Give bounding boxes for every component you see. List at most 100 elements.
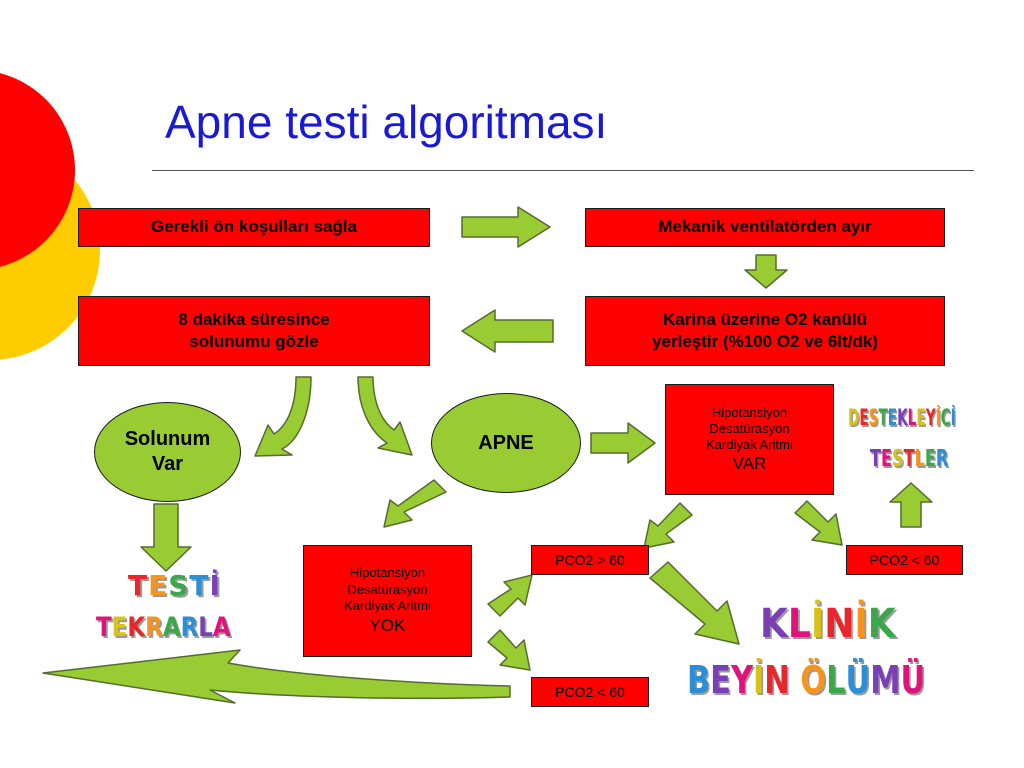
complications-absent-box: Hipotansiyon Desatürasyon Kardiyak Aritm… <box>303 545 472 657</box>
clinical-wordart-line1: KLİNİK <box>760 604 896 644</box>
wordart-letter: K <box>127 612 146 643</box>
arrow-return-to-repeat <box>42 649 511 704</box>
wordart-letter: R <box>145 612 163 643</box>
wordart-letter: K <box>867 601 896 647</box>
complication-desaturation: Desatürasyon <box>347 581 428 597</box>
pco2-low-label: PCO2 < 60 <box>555 683 625 700</box>
place-o2-box: Karina üzerine O2 kanülü yerleştir (%100… <box>585 296 945 366</box>
complication-arrhythmia: Kardiyak Aritmi <box>344 598 431 614</box>
wordart-letter: D <box>848 406 860 431</box>
disconnect-ventilator-label: Mekanik ventilatörden ayır <box>658 217 872 237</box>
arrow-diag-pco2-high-to-clinical <box>649 561 740 645</box>
arrow-right-preconditions-to-ventilator <box>461 206 551 248</box>
complications-present-label: VAR <box>732 454 767 474</box>
wordart-letter: A <box>212 612 231 643</box>
wordart-letter: İ <box>935 406 941 431</box>
wordart-letter: L <box>787 601 811 647</box>
wordart-letter: N <box>764 658 790 702</box>
pco2-low-support-box: PCO2 < 60 <box>846 545 963 575</box>
arrow-curve-to-breathing <box>254 376 312 457</box>
arrow-diag-yok-to-pco2-low <box>487 629 531 671</box>
wordart-letter: E <box>916 406 926 431</box>
wordart-letter: S <box>868 406 879 431</box>
support-tests-wordart-line1: DESTEKLEYİCİ <box>848 408 956 430</box>
wordart-letter: R <box>180 612 199 643</box>
complication-hypotension: Hipotansiyon <box>711 404 788 420</box>
complication-arrhythmia: Kardiyak Aritmi <box>706 437 793 452</box>
arrow-down-ventilator-to-o2 <box>744 254 788 289</box>
wordart-letter: M <box>870 658 901 702</box>
wordart-letter: İ <box>752 658 765 702</box>
repeat-test-wordart-line2: TEKRARLA <box>96 614 231 641</box>
arrow-right-apnea-to-var <box>590 422 656 464</box>
wordart-letter: S <box>168 569 190 602</box>
pco2-low-box: PCO2 < 60 <box>531 677 649 707</box>
wordart-letter: L <box>914 446 925 472</box>
arrow-diag-yok-to-pco2-high <box>487 574 533 617</box>
complications-present-box: Hipotansiyon Desatürasyon Kardiyak Aritm… <box>665 384 834 495</box>
preconditions-box: Gerekli ön koşulları sağla <box>78 208 430 247</box>
observe-line2: solunumu gözle <box>189 332 319 351</box>
red-circle-decoration <box>0 73 75 267</box>
wordart-letter: K <box>760 601 788 647</box>
wordart-letter: B <box>687 658 711 702</box>
wordart-letter: E <box>710 658 731 702</box>
wordart-letter: T <box>96 612 112 643</box>
wordart-letter: N <box>824 601 855 647</box>
arrow-curve-to-apnea <box>357 376 413 456</box>
wordart-letter: E <box>148 569 169 602</box>
breathing-line2: Var <box>151 453 184 475</box>
pco2-high-box: PCO2 > 60 <box>531 545 649 575</box>
wordart-letter: A <box>162 612 181 643</box>
preconditions-label: Gerekli ön koşulları sağla <box>151 217 357 237</box>
wordart-letter: E <box>880 446 892 472</box>
pco2-high-label: PCO2 > 60 <box>555 551 625 568</box>
place-o2-line1: Karina üzerine O2 kanülü <box>662 309 868 329</box>
arrow-down-breathing-to-repeat <box>140 503 192 572</box>
wordart-letter: E <box>887 406 898 431</box>
wordart-letter: E <box>924 446 936 472</box>
arrow-diag-apnea-to-yok <box>383 479 447 528</box>
wordart-letter: T <box>878 406 888 431</box>
arrow-up-to-support-tests <box>889 482 933 528</box>
wordart-letter: Ö <box>800 658 827 702</box>
apnea-label: APNE <box>478 431 534 454</box>
complication-desaturation: Desatürasyon <box>709 420 790 436</box>
pco2-low-support-label: PCO2 < 60 <box>869 551 940 568</box>
wordart-letter: Y <box>925 406 936 431</box>
wordart-letter: T <box>870 446 881 472</box>
wordart-letter: Ü <box>845 658 871 702</box>
wordart-letter: S <box>891 446 904 472</box>
page-title: Apne testi algoritması <box>165 96 608 148</box>
wordart-letter: E <box>859 406 869 431</box>
support-tests-wordart-line2: TESTLER <box>870 448 948 471</box>
wordart-letter: İ <box>950 406 956 431</box>
title-divider <box>152 170 974 171</box>
wordart-letter: E <box>111 612 128 643</box>
wordart-letter: L <box>826 658 846 702</box>
repeat-test-wordart-line1: TESTİ <box>128 572 221 600</box>
breathing-present-oval: Solunum Var <box>94 402 241 502</box>
complications-absent-label: YOK <box>369 616 406 636</box>
wordart-letter: İ <box>209 569 221 602</box>
breathing-line1: Solunum <box>124 428 211 450</box>
arrow-diag-var-to-pco2-low <box>794 500 843 546</box>
observe-breathing-box: 8 dakika süresince solunumu gözle <box>78 296 430 366</box>
wordart-letter: K <box>897 406 908 431</box>
wordart-letter: R <box>935 446 949 472</box>
clinical-wordart-line2: BEYİN ÖLÜMÜ <box>687 661 925 699</box>
wordart-letter: T <box>189 569 210 602</box>
wordart-letter: L <box>198 612 213 643</box>
place-o2-line2: yerleştir (%100 O2 ve 6lt/dk) <box>652 332 878 351</box>
apnea-oval: APNE <box>431 393 581 493</box>
wordart-letter: C <box>940 406 951 431</box>
wordart-letter: Ü <box>900 658 926 702</box>
wordart-letter <box>790 661 801 699</box>
wordart-letter: L <box>907 406 917 431</box>
wordart-letter: T <box>128 569 149 602</box>
wordart-letter: Y <box>730 658 753 702</box>
arrow-diag-var-to-pco2-high <box>643 502 693 549</box>
disconnect-ventilator-box: Mekanik ventilatörden ayır <box>585 208 945 247</box>
